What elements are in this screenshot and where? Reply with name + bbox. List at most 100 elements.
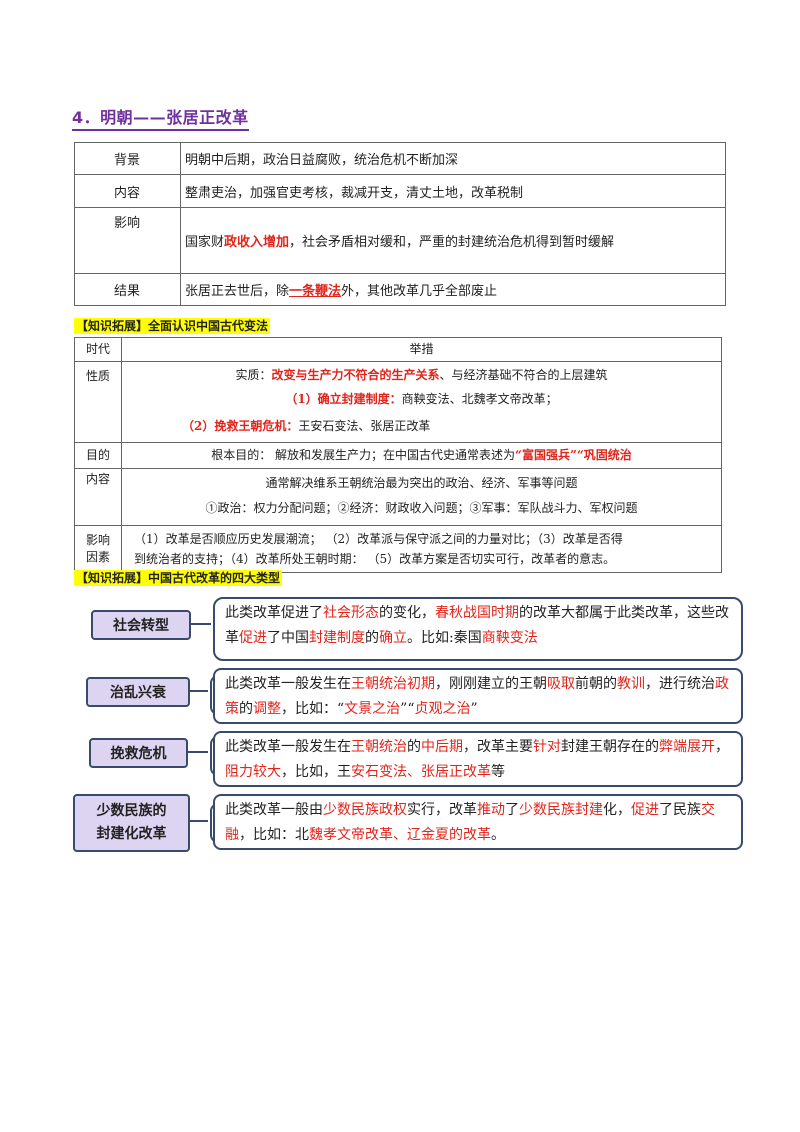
text: 。比如:秦国	[407, 630, 482, 646]
row-key: 目的	[74, 442, 122, 469]
text: 实行，改革	[407, 802, 477, 818]
type-box-crisis-rescue: 挽救危机	[89, 738, 188, 768]
type-box-ethnic-feudalization: 少数民族的 封建化改革	[73, 794, 190, 852]
highlight-text: 交融	[225, 802, 715, 843]
row-key: 背景	[74, 142, 181, 175]
row-value: 实质：改变与生产力不符合的生产关系、与经济基础不符合的上层建筑 （1）确立封建制…	[121, 361, 722, 443]
highlight-text: 中后期	[421, 739, 463, 755]
text: ，刚刚建立的王朝	[435, 676, 547, 692]
text: 商鞅变法、北魏孝文帝改革；	[401, 392, 558, 406]
connector-line	[188, 820, 208, 822]
connector-line	[186, 751, 208, 753]
type-description: 此类改革一般由少数民族政权实行，改革推动了少数民族封建化，促进了民族交融，比如：…	[213, 794, 743, 850]
row-value: 根本目的： 解放和发展生产力；在中国古代史通常表述为“富国强兵”“巩固统治	[121, 442, 722, 469]
text: 化，	[603, 802, 631, 818]
text: ”“	[400, 701, 415, 717]
highlight-text: 春秋战国时期	[435, 605, 519, 621]
row-value: 整肃吏治，加强官吏考核，裁减开支，清丈土地，改革税制	[180, 174, 726, 208]
row-value: 张居正去世后，除一条鞭法外，其他改革几乎全部废止	[180, 273, 726, 306]
header-era: 时代	[74, 337, 122, 362]
type-description: 此类改革一般发生在王朝统治的中后期，改革主要针对封建王朝存在的弊端展开，阻力较大…	[213, 731, 743, 787]
highlight-text: 王朝统治	[351, 739, 407, 755]
text: 、与经济基础不符合的上层建筑	[439, 368, 608, 382]
highlight-text: 推动	[477, 802, 505, 818]
table-row: 背景 明朝中后期，政治日益腐败，统治危机不断加深	[74, 142, 726, 175]
highlight-text: 促进	[239, 630, 267, 646]
text: ，比如：北	[239, 827, 309, 843]
text-line: 实质：改变与生产力不符合的生产关系、与经济基础不符合的上层建筑	[122, 365, 721, 386]
section-title: 4．明朝——张居正改革	[72, 104, 249, 131]
row-key: 影响因素	[74, 525, 122, 573]
highlight-text: “巩固统治	[576, 448, 632, 462]
highlight-text: 教训	[617, 676, 645, 692]
type-description: 此类改革一般发生在王朝统治初期，刚刚建立的王朝吸取前朝的教训，进行统治政策的调整…	[213, 668, 743, 724]
text: 了中国	[267, 630, 309, 646]
text: ，比如：“	[281, 701, 345, 717]
row-value: 国家财政收入增加，社会矛盾相对缓和，严重的封建统治危机得到暂时缓解	[180, 207, 726, 274]
table-row: 目的 根本目的： 解放和发展生产力；在中国古代史通常表述为“富国强兵”“巩固统治	[74, 442, 722, 469]
text: ，进行统治	[645, 676, 715, 692]
text: ，社会矛盾相对缓和，严重的封建统治危机得到暂时缓解	[289, 235, 615, 250]
text: 封建王朝存在的	[561, 739, 659, 755]
highlight-text: 吸取	[547, 676, 575, 692]
highlight-text: 社会形态	[323, 605, 379, 621]
text: ，比如，王	[281, 764, 351, 780]
text-line: 通常解决维系王朝统治最为突出的政治、经济、军事等问题	[265, 476, 578, 490]
text: 此类改革一般发生在	[225, 739, 351, 755]
highlight-text: （1）确立封建制度：	[285, 392, 402, 406]
zhang-juzheng-table: 背景 明朝中后期，政治日益腐败，统治危机不断加深 内容 整肃吏治，加强官吏考核，…	[74, 142, 726, 306]
text: 实质：	[235, 368, 272, 382]
highlight-text: （2）挽救王朝危机：	[182, 419, 299, 433]
text: 此类改革促进了	[225, 605, 323, 621]
table-header: 时代 举措	[74, 337, 722, 362]
row-key: 内容	[74, 174, 181, 208]
row-key: 性质	[74, 361, 122, 443]
highlight-text: 商鞅变法	[481, 630, 538, 646]
highlight-text: 促进	[631, 802, 659, 818]
table-row: 结果 张居正去世后，除一条鞭法外，其他改革几乎全部废止	[74, 273, 726, 306]
table-row: 性质 实质：改变与生产力不符合的生产关系、与经济基础不符合的上层建筑 （1）确立…	[74, 361, 722, 443]
highlight-text: 弊端展开	[659, 739, 715, 755]
table-row: 影响因素 （1）改革是否顺应历史发展潮流； （2）改革派与保守派之间的力量对比；…	[74, 525, 722, 573]
text: 的	[407, 739, 421, 755]
row-key: 内容	[74, 468, 122, 526]
table-row: 影响 国家财政收入增加，社会矛盾相对缓和，严重的封建统治危机得到暂时缓解	[74, 207, 726, 274]
type-description: 此类改革促进了社会形态的变化，春秋战国时期的改革大都属于此类改革，这些改革促进了…	[213, 597, 743, 661]
key-line: 影响	[85, 533, 110, 547]
text: ，	[715, 739, 729, 755]
text: 王安石变法、张居正改革	[298, 419, 431, 433]
text: ”	[470, 701, 478, 717]
text: 了民族	[659, 802, 701, 818]
text: 国家财	[185, 235, 225, 250]
highlight-text: 阻力较大	[225, 764, 281, 780]
table-row: 内容 整肃吏治，加强官吏考核，裁减开支，清丈土地，改革税制	[74, 174, 726, 208]
row-key: 结果	[74, 273, 181, 306]
highlight-text: 政策	[225, 676, 729, 717]
type-box-social-transformation: 社会转型	[91, 610, 191, 640]
highlight-text: 文景之治	[344, 701, 401, 717]
text-line: 到统治者的支持；（4）改革所处王朝时期： （5）改革方案是否切实可行，改革者的意…	[134, 552, 616, 566]
text-line: （1）改革是否顺应历史发展潮流； （2）改革派与保守派之间的力量对比；（3）改革…	[134, 532, 623, 546]
text: 的	[365, 630, 379, 646]
connector-line	[189, 623, 211, 625]
highlight-text: 改变与生产力不符合的生产关系	[271, 368, 440, 382]
highlight-text: 政收入增加	[224, 235, 290, 250]
text: 外，其他改革几乎全部废止	[341, 284, 498, 299]
highlight-text: 一条鞭法	[289, 284, 342, 299]
header-measures: 举措	[121, 337, 722, 362]
row-key: 影响	[74, 207, 181, 274]
text-line: （2）挽救王朝危机：王安石变法、张居正改革	[122, 413, 721, 439]
row-value: 明朝中后期，政治日益腐败，统治危机不断加深	[180, 142, 726, 175]
text: 根本目的： 解放和发展生产力；在中国古代史通常表述为	[211, 448, 516, 462]
text: 了	[505, 802, 519, 818]
type-box-order-and-decline: 治乱兴衰	[86, 677, 190, 707]
text: 前朝的	[575, 676, 617, 692]
highlight-text: “富国强兵”	[515, 448, 577, 462]
highlight-text: 少数民族政权	[323, 802, 407, 818]
highlight-text: 确立	[379, 630, 407, 646]
highlight-text: 针对	[533, 739, 561, 755]
text: 此类改革一般发生在	[225, 676, 351, 692]
key-line: 因素	[85, 550, 110, 564]
highlight-text: 封建制度	[309, 630, 365, 646]
label-line: 封建化改革	[96, 826, 167, 842]
